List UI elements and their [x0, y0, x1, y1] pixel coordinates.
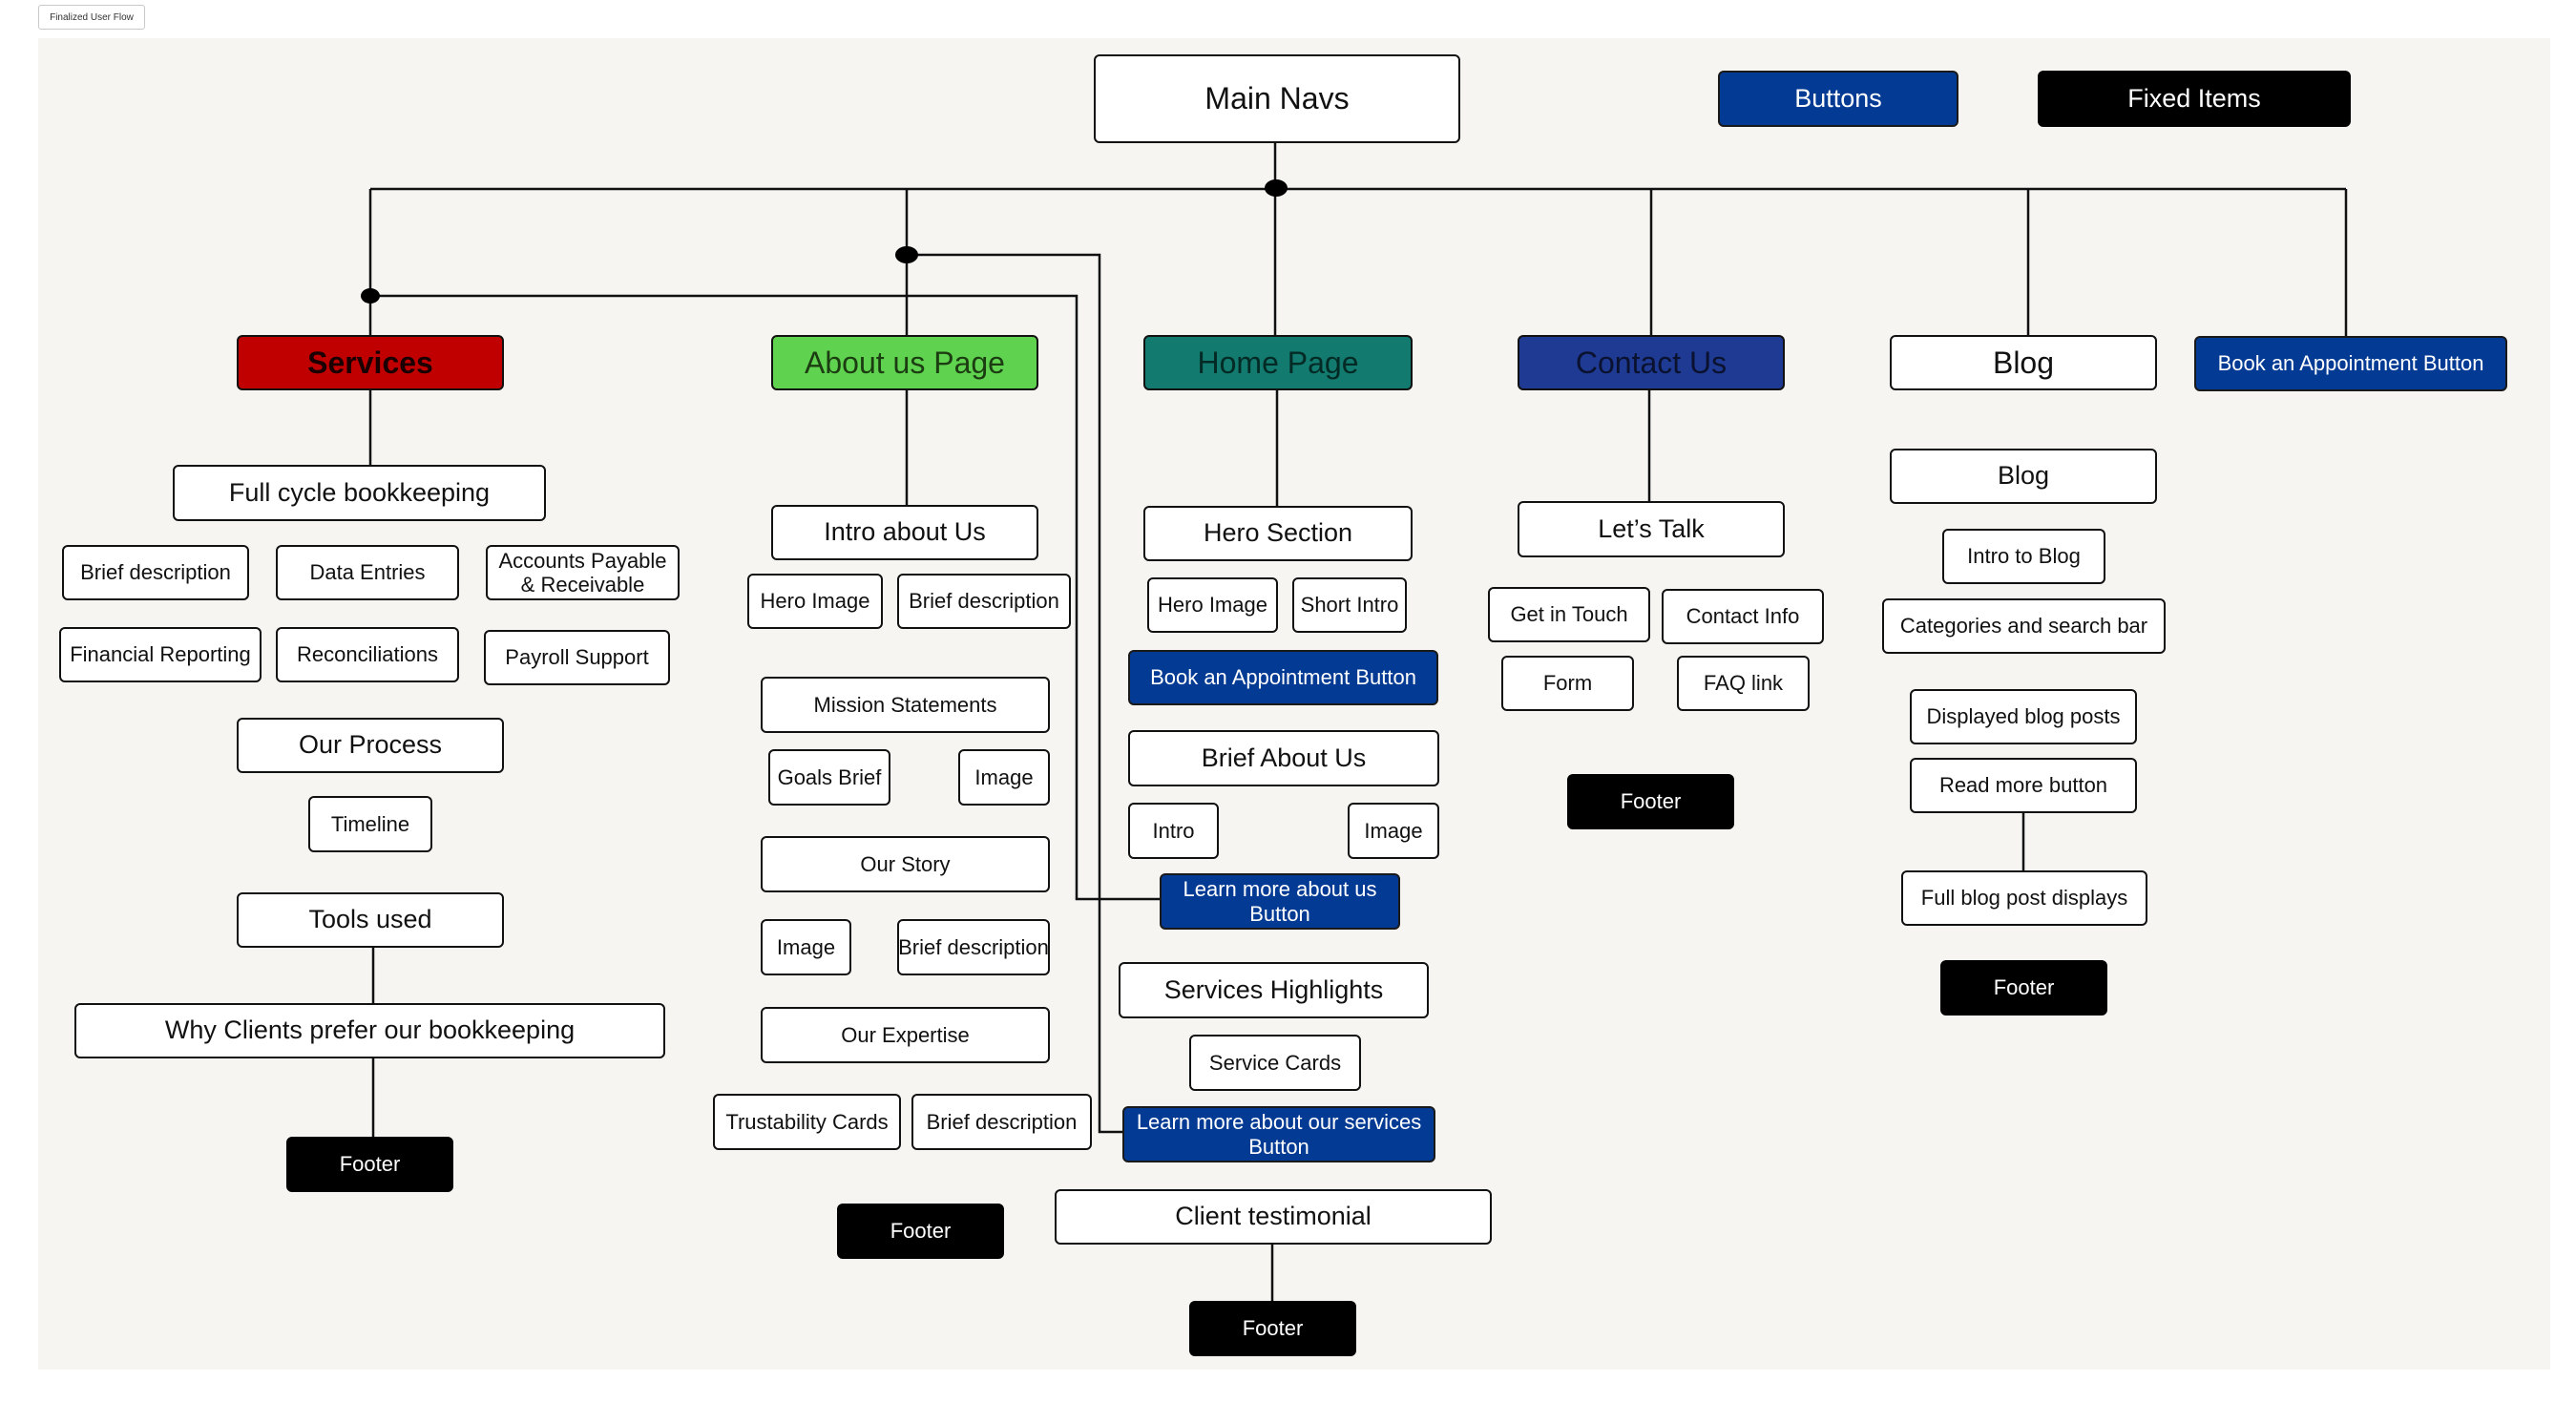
why-clients-node: Why Clients prefer our bookkeeping	[74, 1003, 665, 1058]
brief-about-us-node: Brief About Us	[1128, 730, 1439, 786]
legend-buttons: Buttons	[1718, 71, 1958, 127]
faq-link-node: FAQ link	[1677, 656, 1810, 711]
link-learn-services-to-about	[907, 253, 1122, 1134]
blog-section-node: Blog	[1890, 449, 2157, 504]
hero-section-node: Hero Section	[1143, 506, 1413, 561]
home-page-node: Home Page	[1143, 335, 1413, 390]
legend-fixed-items: Fixed Items	[2038, 71, 2351, 127]
form-node: Form	[1501, 656, 1634, 711]
services-footer: Footer	[286, 1137, 453, 1192]
goals-brief-node: Goals Brief	[768, 749, 890, 806]
contact-page-node: Contact Us	[1518, 335, 1785, 390]
data-entries-node: Data Entries	[276, 545, 459, 600]
intro-about-us-node: Intro about Us	[771, 505, 1038, 560]
payroll-support-node: Payroll Support	[484, 630, 670, 685]
learn-more-services-button[interactable]: Learn more about our services Button	[1122, 1106, 1435, 1162]
intro-to-blog-node: Intro to Blog	[1942, 529, 2105, 584]
blog-page-node: Blog	[1890, 335, 2157, 390]
home-hero-image-node: Hero Image	[1147, 577, 1278, 633]
financial-reporting-node: Financial Reporting	[59, 627, 262, 682]
services-highlights-node: Services Highlights	[1119, 962, 1429, 1018]
short-intro-node: Short Intro	[1292, 577, 1407, 633]
junction-services	[361, 288, 380, 304]
services-brief-description-node: Brief description	[62, 545, 249, 600]
our-expertise-node: Our Expertise	[761, 1007, 1050, 1063]
expertise-brief-node: Brief description	[911, 1094, 1092, 1150]
full-cycle-bookkeeping-node: Full cycle bookkeeping	[173, 465, 546, 521]
trustability-cards-node: Trustability Cards	[713, 1094, 901, 1150]
blog-footer: Footer	[1940, 960, 2107, 1016]
our-story-node: Our Story	[761, 836, 1050, 892]
mission-image-node: Image	[958, 749, 1050, 806]
full-blog-post-node: Full blog post displays	[1901, 870, 2147, 926]
junction-main	[1265, 179, 1288, 197]
read-more-button-node: Read more button	[1910, 758, 2137, 813]
about-hero-image-node: Hero Image	[747, 574, 883, 629]
tools-used-node: Tools used	[237, 892, 504, 948]
home-book-appointment-button[interactable]: Book an Appointment Button	[1128, 650, 1438, 705]
service-cards-node: Service Cards	[1189, 1035, 1361, 1091]
services-page-node: Services	[237, 335, 504, 390]
home-image-node: Image	[1348, 803, 1439, 859]
displayed-blog-posts-node: Displayed blog posts	[1910, 689, 2137, 744]
timeline-node: Timeline	[308, 796, 432, 852]
about-footer: Footer	[837, 1204, 1004, 1259]
get-in-touch-node: Get in Touch	[1488, 587, 1650, 642]
reconciliations-node: Reconciliations	[276, 627, 459, 682]
junction-about	[895, 246, 918, 263]
main-navs-node: Main Navs	[1094, 54, 1460, 143]
about-page-node: About us Page	[771, 335, 1038, 390]
frame-label: Finalized User Flow	[38, 5, 145, 30]
nav-book-appointment-button[interactable]: Book an Appointment Button	[2194, 336, 2507, 391]
learn-more-about-us-button[interactable]: Learn more about us Button	[1160, 873, 1400, 930]
home-intro-node: Intro	[1128, 803, 1219, 859]
about-brief-description-node: Brief description	[897, 574, 1071, 629]
our-process-node: Our Process	[237, 718, 504, 773]
contact-footer: Footer	[1567, 774, 1734, 829]
accounts-payable-node: Accounts Payable & Receivable	[486, 545, 680, 600]
lets-talk-node: Let’s Talk	[1518, 501, 1785, 557]
story-brief-node: Brief description	[897, 919, 1050, 975]
categories-search-node: Categories and search bar	[1882, 598, 2166, 654]
mission-statements-node: Mission Statements	[761, 677, 1050, 733]
story-image-node: Image	[761, 919, 851, 975]
client-testimonial-node: Client testimonial	[1055, 1189, 1492, 1245]
home-footer: Footer	[1189, 1301, 1356, 1356]
contact-info-node: Contact Info	[1662, 589, 1824, 644]
link-learn-about-to-services	[370, 294, 1160, 901]
